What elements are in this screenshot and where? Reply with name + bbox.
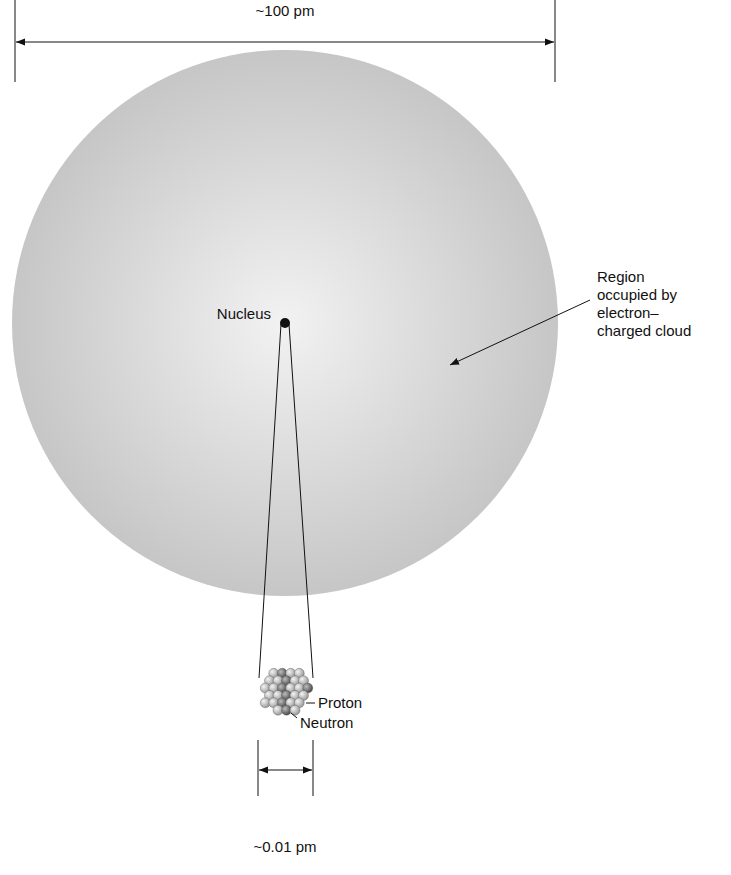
electron-cloud [12, 50, 558, 596]
nucleus-dot [280, 318, 290, 328]
proton-leader [306, 703, 315, 704]
label-slot: Region occupied by electron– charged clo… [597, 268, 705, 340]
nucleus-dimension [258, 740, 313, 796]
zoom-lines [259, 324, 313, 678]
label-slot: Proton [318, 694, 362, 712]
label-slot: Neutron [300, 714, 353, 732]
nucleus-cluster [260, 668, 313, 715]
region-leader [450, 300, 590, 365]
neutron-label: Neutron [300, 714, 353, 732]
nucleus-label: Nucleus [217, 305, 271, 323]
label-slot: Nucleus [217, 305, 271, 323]
neutron-leader [291, 713, 297, 718]
dimension-label: ~100 pm [256, 2, 315, 20]
label-slot: ~0.01 pm [254, 838, 317, 856]
proton-label: Proton [318, 694, 362, 712]
region-label: Region occupied by electron– charged clo… [597, 268, 705, 340]
dimension-label: ~0.01 pm [254, 838, 317, 856]
label-slot: ~100 pm [256, 2, 315, 20]
width-dimension [15, 0, 555, 82]
